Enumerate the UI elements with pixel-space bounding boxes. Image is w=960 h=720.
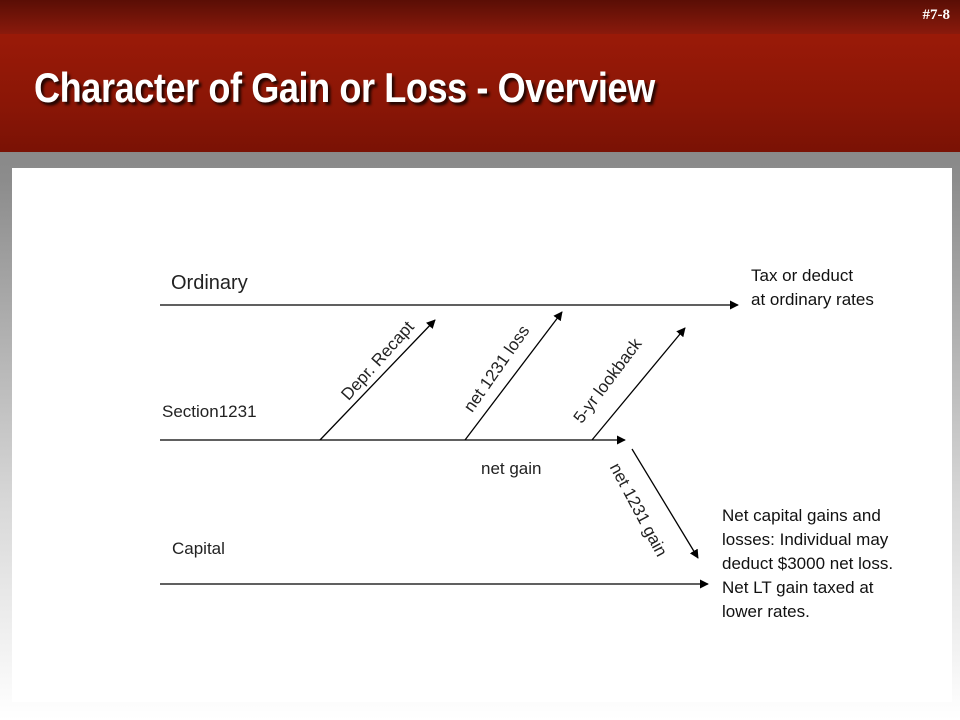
slide-number: #7-8 bbox=[922, 7, 951, 23]
content-panel bbox=[12, 168, 952, 702]
ordinary-note-line: at ordinary rates bbox=[751, 290, 874, 309]
net-1231-gain-arrow bbox=[631, 448, 699, 559]
net-1231-loss-arrow bbox=[464, 311, 563, 441]
slide-title: Character of Gain or Loss - Overview bbox=[34, 64, 655, 111]
lookback-arrow bbox=[591, 327, 686, 441]
capital-note-line: lower rates. bbox=[722, 602, 810, 621]
net-gain-label: net gain bbox=[481, 459, 542, 478]
capital-note-line: Net capital gains and bbox=[722, 506, 881, 525]
capital-note-line: Net LT gain taxed at bbox=[722, 578, 874, 597]
section1231-label: Section1231 bbox=[162, 402, 257, 421]
capital-note-line: deduct $3000 net loss. bbox=[722, 554, 894, 573]
ordinary-label: Ordinary bbox=[171, 272, 248, 294]
ordinary-note-line: Tax or deduct bbox=[751, 266, 854, 285]
title-bar bbox=[0, 34, 960, 152]
depr-recapt-arrow bbox=[319, 319, 436, 441]
capital-label: Capital bbox=[172, 539, 225, 558]
ordinary-note: Tax or deduct at ordinary rates bbox=[751, 264, 874, 312]
capital-note-line: losses: Individual may bbox=[722, 530, 889, 549]
top-bar bbox=[0, 0, 960, 34]
capital-note: Net capital gains and losses: Individual… bbox=[722, 504, 893, 624]
